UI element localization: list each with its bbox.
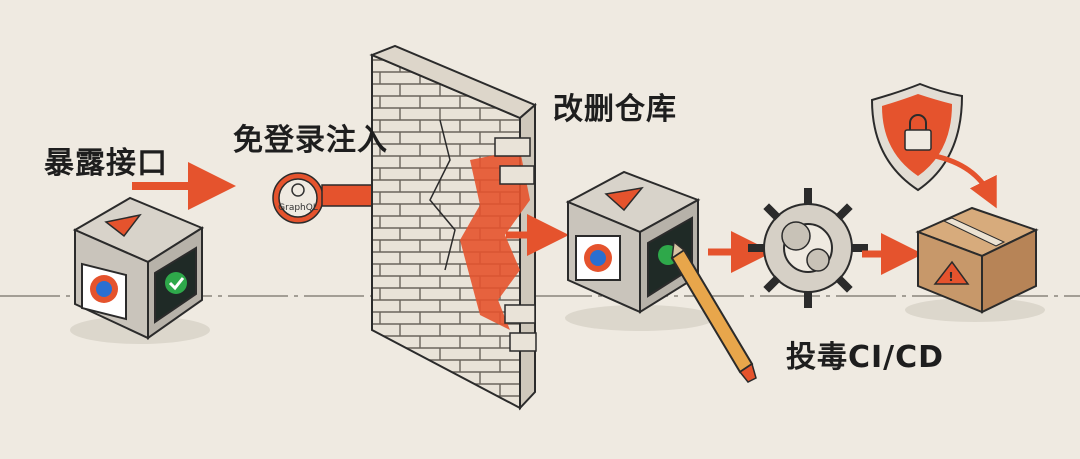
graphql-badge-text: GraphQL [278,203,318,213]
arrow-5 [934,153,997,209]
check-icon [165,272,187,294]
graphql-gear-icon: GraphQL [272,172,324,224]
package-box-icon: ! [905,206,1045,322]
step-label-exposed-api: 暴露接口 [44,146,168,181]
box-warning-triangle-icon [933,260,970,285]
repo-cube-icon [565,170,715,331]
step-label-modify-repo: 改删仓库 [553,92,677,127]
brick-wall-icon [369,44,537,411]
shield-lock-icon [870,82,964,192]
server-cube-icon [70,196,210,344]
step-label-no-login-injection: 免登录注入 [233,123,388,158]
pencil-icon [670,240,757,383]
warning-triangle-icon [104,213,142,238]
gears-icon [748,188,868,308]
step-label-poison-cicd: 投毒CI/CD [786,340,945,375]
svg-text:!: ! [948,270,953,284]
